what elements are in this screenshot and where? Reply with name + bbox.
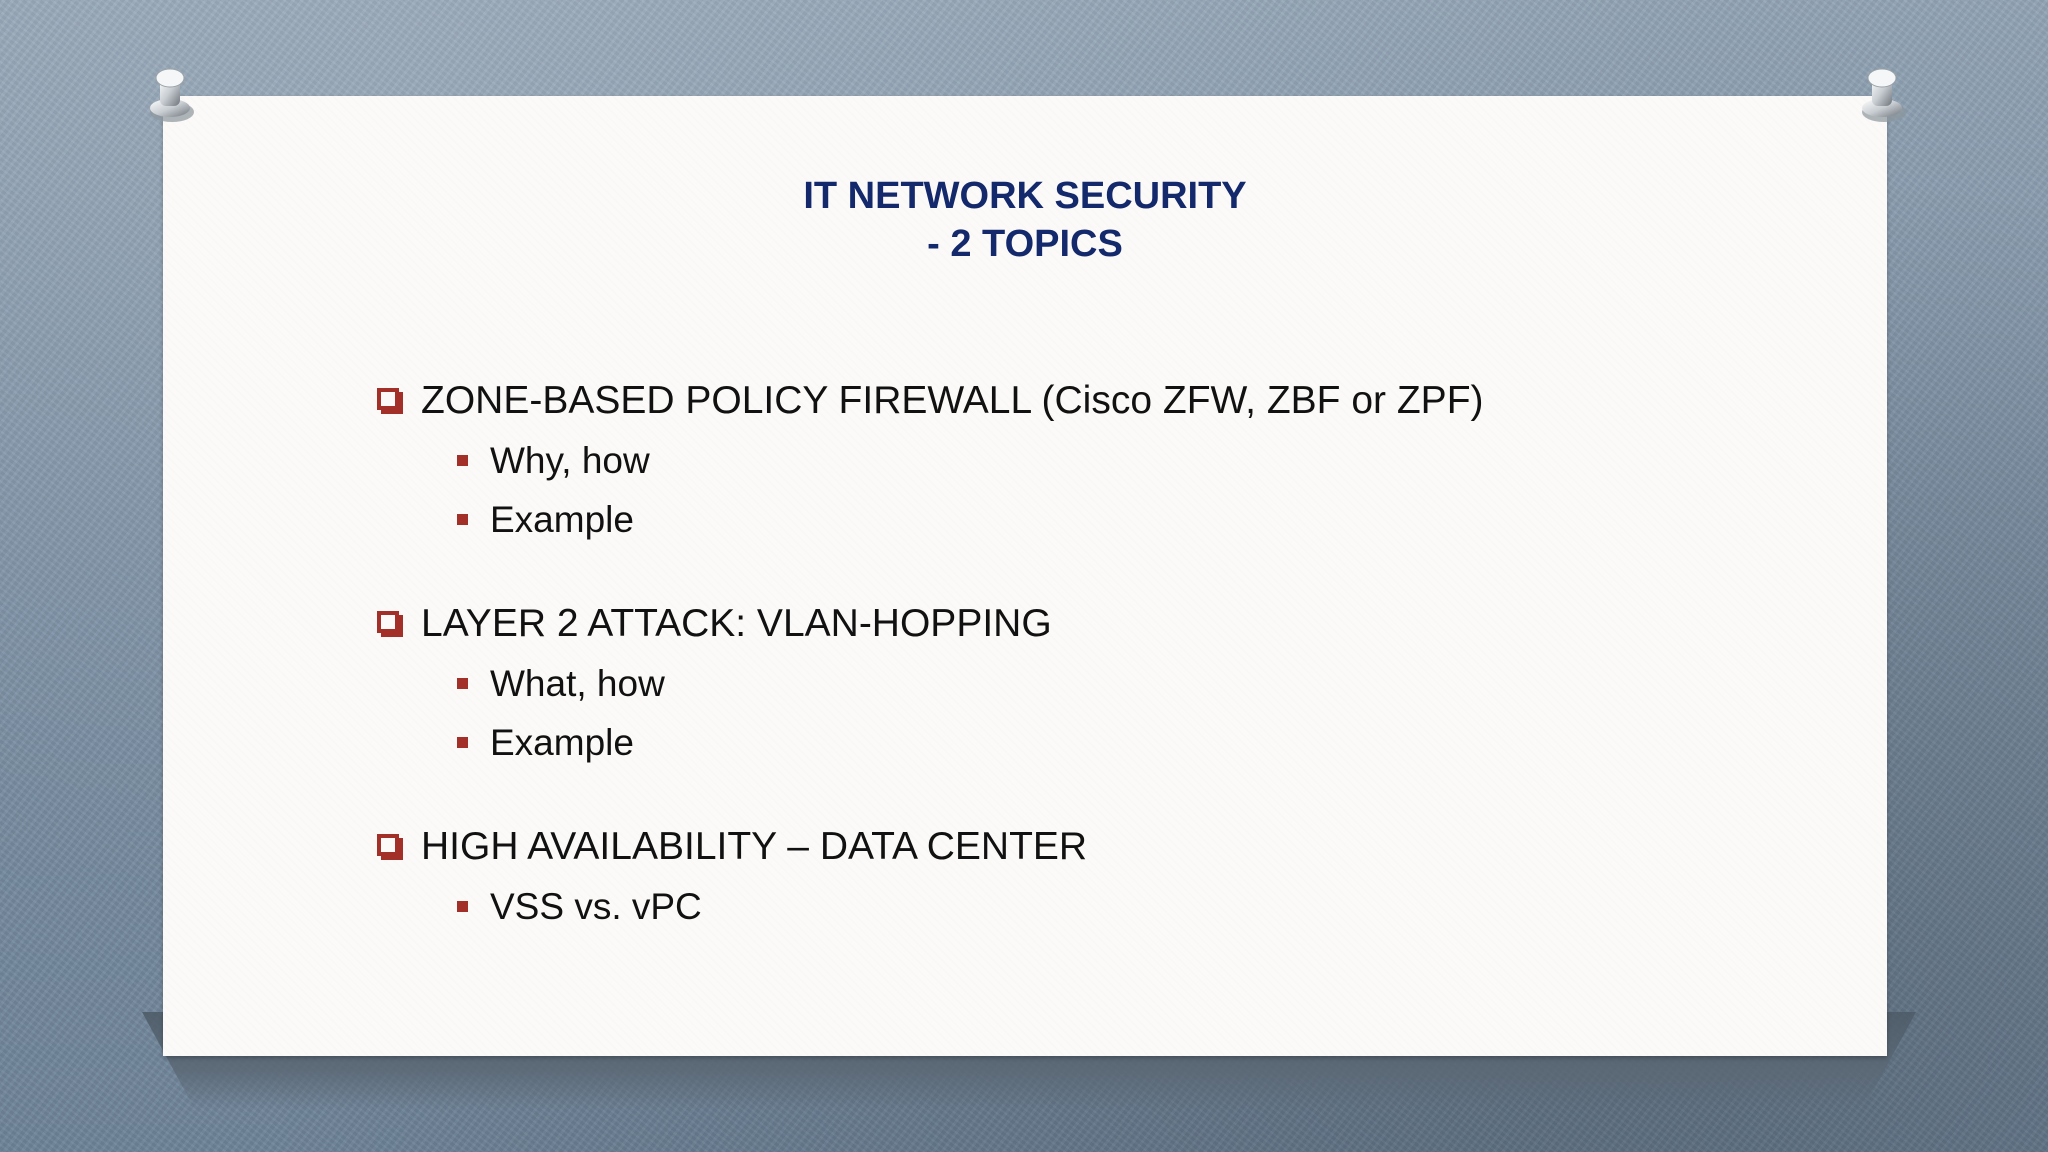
topic-heading: ZONE-BASED POLICY FIREWALL (Cisco ZFW, Z… [421, 379, 1484, 422]
topic-heading-row: ZONE-BASED POLICY FIREWALL (Cisco ZFW, Z… [377, 371, 1779, 431]
subtopic-list: VSS vs. vPC [457, 877, 1779, 936]
topic-item: LAYER 2 ATTACK: VLAN-HOPPING What, how E… [377, 594, 1779, 772]
slide-paper: IT NETWORK SECURITY - 2 TOPICS ZONE-BASE… [163, 96, 1887, 1056]
subtopic-list: Why, how Example [457, 431, 1779, 549]
pushpin-icon [150, 68, 194, 122]
subtopic-label: What, how [490, 662, 665, 704]
subtopic-item: Example [457, 713, 1779, 772]
square-bullet-icon [457, 737, 468, 748]
topic-item: ZONE-BASED POLICY FIREWALL (Cisco ZFW, Z… [377, 371, 1779, 549]
title-line-1: IT NETWORK SECURITY [803, 175, 1247, 217]
subtopic-list: What, how Example [457, 654, 1779, 772]
topic-heading-row: HIGH AVAILABILITY – DATA CENTER [377, 817, 1779, 877]
subtopic-item: Example [457, 490, 1779, 549]
subtopic-label: Example [490, 498, 634, 540]
square-bullet-icon [457, 678, 468, 689]
subtopic-label: Example [490, 721, 634, 763]
slide-title: IT NETWORK SECURITY - 2 TOPICS [163, 172, 1887, 268]
square-bullet-icon [457, 514, 468, 525]
topic-heading-row: LAYER 2 ATTACK: VLAN-HOPPING [377, 594, 1779, 654]
title-line-2: - 2 TOPICS [927, 223, 1123, 265]
topic-item: HIGH AVAILABILITY – DATA CENTER VSS vs. … [377, 817, 1779, 936]
subtopic-item: What, how [457, 654, 1779, 713]
subtopic-label: Why, how [490, 439, 650, 481]
checkbox-bullet-icon [377, 388, 399, 410]
checkbox-bullet-icon [377, 834, 399, 856]
topic-heading: LAYER 2 ATTACK: VLAN-HOPPING [421, 602, 1052, 645]
subtopic-label: VSS vs. vPC [490, 885, 702, 927]
subtopic-item: Why, how [457, 431, 1779, 490]
square-bullet-icon [457, 901, 468, 912]
topic-list: ZONE-BASED POLICY FIREWALL (Cisco ZFW, Z… [377, 371, 1779, 981]
topic-heading: HIGH AVAILABILITY – DATA CENTER [421, 825, 1088, 868]
pushpin-icon [1862, 68, 1906, 122]
subtopic-item: VSS vs. vPC [457, 877, 1779, 936]
square-bullet-icon [457, 455, 468, 466]
checkbox-bullet-icon [377, 611, 399, 633]
